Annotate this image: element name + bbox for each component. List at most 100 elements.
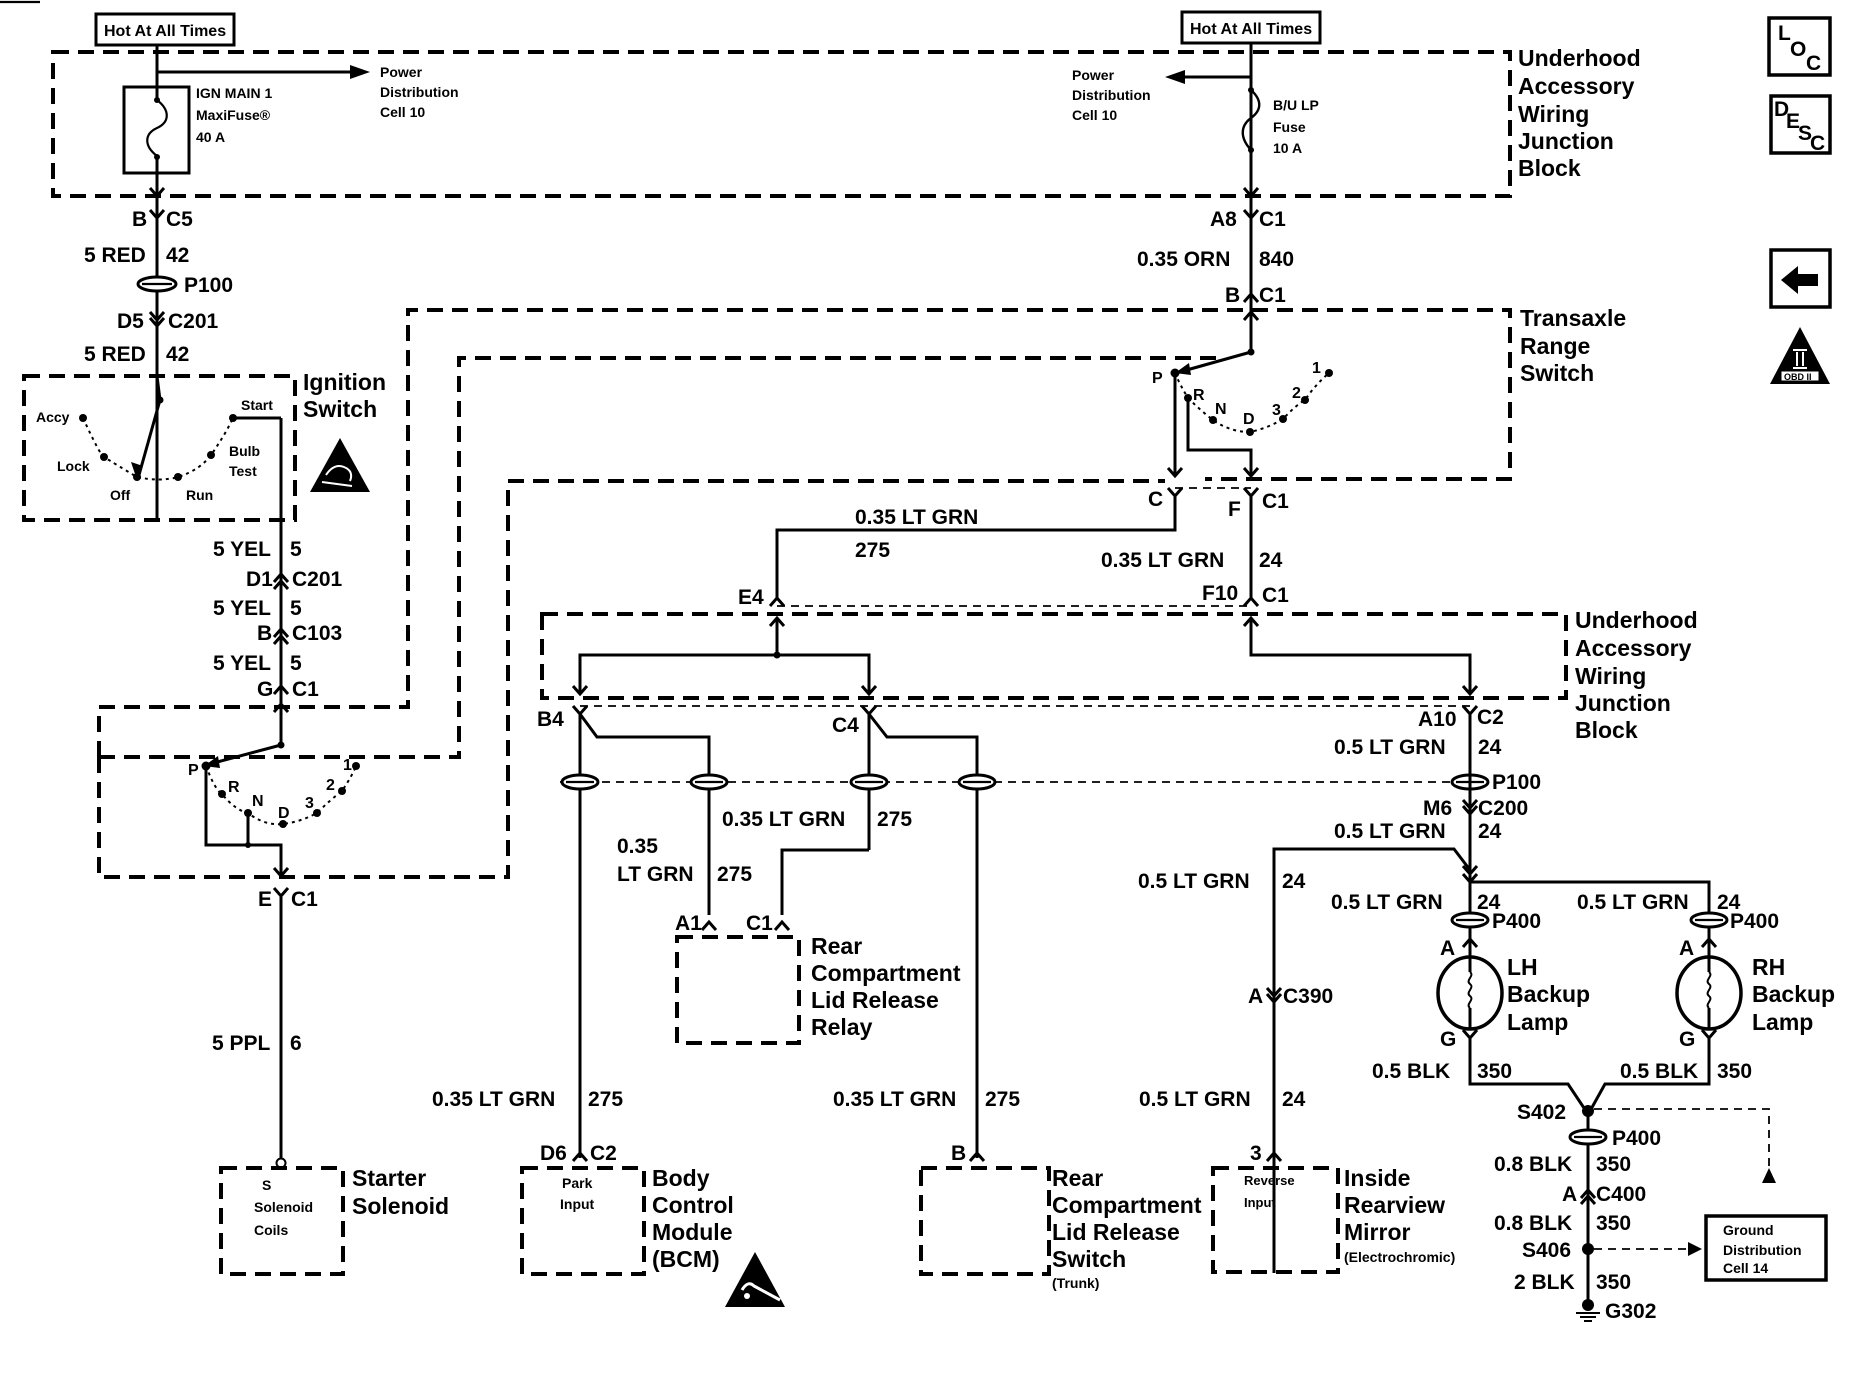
svg-text:E: E: [258, 888, 272, 911]
svg-text:C103: C103: [292, 622, 342, 645]
wire-label-ppl-6: 5 PPL 6: [212, 1032, 302, 1055]
loc-icon[interactable]: L O C: [1767, 16, 1832, 77]
connector-arrow: [1242, 187, 1260, 199]
connector-c: C: [1148, 487, 1184, 511]
svg-text:5 YEL: 5 YEL: [213, 538, 271, 561]
uawjb-mid-label: Underhood Accessory Wiring Junction Bloc…: [1575, 607, 1698, 743]
svg-text:D5: D5: [117, 310, 144, 333]
svg-text:0.8 BLK: 0.8 BLK: [1494, 1212, 1572, 1235]
rear-compartment-lid-release-switch-label: Rear Compartment Lid Release Switch (Tru…: [1052, 1165, 1202, 1291]
svg-text:275: 275: [855, 539, 890, 562]
svg-text:Ignition: Ignition: [303, 369, 386, 395]
passthrough-p400-gnd: P400: [1568, 1127, 1661, 1150]
svg-text:Bulb: Bulb: [229, 443, 260, 459]
svg-text:24: 24: [1478, 820, 1502, 843]
svg-text:5: 5: [290, 597, 302, 620]
ignition-switch-box: [22, 374, 297, 522]
svg-text:350: 350: [1596, 1212, 1631, 1235]
svg-text:C390: C390: [1283, 985, 1333, 1008]
svg-text:A: A: [1248, 985, 1263, 1008]
wire-ltgrn-275-relay-c1: [780, 848, 869, 915]
hot-at-all-times-left: Hot At All Times: [94, 12, 236, 47]
splice-s406: S406: [1522, 1239, 1594, 1262]
svg-text:Test: Test: [229, 463, 257, 479]
wire-label-ltgrn-275-trunk: 0.35 LT GRN 275: [833, 1088, 1020, 1111]
svg-text:0.5 LT GRN: 0.5 LT GRN: [1334, 736, 1446, 759]
svg-text:24: 24: [1717, 891, 1741, 914]
svg-text:N: N: [1215, 401, 1227, 418]
wire-label-red-42-b: 5 RED 42: [84, 343, 189, 366]
wire-ltgrn-24-mirror: [1272, 847, 1472, 1273]
svg-text:Fuse: Fuse: [1273, 119, 1306, 135]
svg-text:G302: G302: [1605, 1300, 1656, 1323]
svg-text:(BCM): (BCM): [652, 1246, 720, 1272]
svg-text:G: G: [257, 678, 273, 701]
svg-text:Switch: Switch: [1052, 1246, 1126, 1272]
desc-icon[interactable]: D E S C: [1769, 94, 1832, 155]
bcm-label: Body Control Module (BCM): [652, 1165, 734, 1272]
arrow-left-icon: [1165, 70, 1185, 84]
wire-label-ltgrn-275-relay-c1: 0.35 LT GRN 275: [722, 808, 912, 831]
obd-ii-icon[interactable]: OBD II: [1770, 327, 1830, 384]
bcm-inner: Park Input: [560, 1175, 595, 1212]
svg-text:C400: C400: [1596, 1183, 1646, 1206]
svg-text:24: 24: [1259, 549, 1283, 572]
svg-text:E: E: [1786, 110, 1800, 133]
svg-text:10 A: 10 A: [1273, 140, 1302, 156]
svg-text:P: P: [188, 762, 199, 779]
wire-label-ltgrn-275-bcm: 0.35 LT GRN 275: [432, 1088, 623, 1111]
svg-text:P400: P400: [1612, 1127, 1661, 1150]
wire-label-blk-350-g302: 2 BLK 350: [1514, 1271, 1631, 1294]
svg-text:RH: RH: [1752, 954, 1785, 980]
back-arrow-icon[interactable]: [1769, 248, 1832, 309]
svg-text:P100: P100: [184, 274, 233, 297]
connector-arrow: [148, 187, 166, 199]
svg-text:B/U LP: B/U LP: [1273, 97, 1319, 113]
svg-text:0.35: 0.35: [617, 835, 658, 858]
starter-solenoid-label: Starter Solenoid: [352, 1165, 449, 1219]
power-distribution-right-label: Power Distribution Cell 10: [1072, 67, 1151, 123]
ground-ref-line-upper: [1594, 1108, 1770, 1178]
svg-text:O: O: [1790, 38, 1806, 61]
svg-text:A: A: [1562, 1183, 1577, 1206]
svg-text:Switch: Switch: [1520, 360, 1594, 386]
connector-lh-a: A: [1440, 936, 1479, 960]
svg-text:C201: C201: [292, 568, 343, 591]
svg-text:Transaxle: Transaxle: [1520, 305, 1626, 331]
connector-e4: E4: [738, 586, 786, 609]
svg-text:Ground: Ground: [1723, 1222, 1774, 1238]
svg-text:A10: A10: [1418, 708, 1457, 731]
svg-text:D: D: [278, 805, 290, 822]
connector-a10-c2: A10 C2: [1418, 705, 1504, 731]
airbag-warning-icon: [310, 438, 370, 492]
power-distribution-left-label: Power Distribution Cell 10: [380, 64, 459, 120]
connector-b-c1: B C1: [1225, 284, 1286, 307]
svg-text:N: N: [252, 793, 264, 810]
svg-text:LT GRN: LT GRN: [617, 863, 694, 886]
svg-text:R: R: [1193, 387, 1205, 404]
svg-text:A: A: [1440, 937, 1455, 960]
rh-backup-lamp-bulb: [1675, 955, 1743, 1031]
svg-text:Lid Release: Lid Release: [811, 987, 939, 1013]
connector-m6-c200: M6 C200: [1423, 797, 1528, 820]
svg-text:350: 350: [1477, 1060, 1512, 1083]
ground-distribution-cell-14[interactable]: Ground Distribution Cell 14: [1704, 1214, 1828, 1282]
svg-text:Distribution: Distribution: [1723, 1242, 1802, 1258]
svg-text:OBD II: OBD II: [1784, 372, 1812, 382]
svg-text:Cell 10: Cell 10: [380, 104, 425, 120]
wire-label-red-42-a: 5 RED 42: [84, 244, 189, 267]
svg-text:1: 1: [1312, 360, 1321, 377]
connector-a-c400: A C400: [1562, 1183, 1646, 1206]
svg-text:B: B: [951, 1142, 966, 1165]
svg-text:Accessory: Accessory: [1518, 73, 1635, 99]
svg-text:275: 275: [588, 1088, 623, 1111]
svg-text:2: 2: [326, 777, 335, 794]
svg-text:C1: C1: [1259, 208, 1286, 231]
svg-text:Wiring: Wiring: [1518, 101, 1589, 127]
svg-text:C1: C1: [291, 888, 318, 911]
svg-text:5 YEL: 5 YEL: [213, 652, 271, 675]
hot-at-all-times-right: Hot At All Times: [1180, 10, 1322, 45]
svg-text:6: 6: [290, 1032, 302, 1055]
svg-text:Backup: Backup: [1752, 981, 1835, 1007]
svg-text:Relay: Relay: [811, 1014, 873, 1040]
